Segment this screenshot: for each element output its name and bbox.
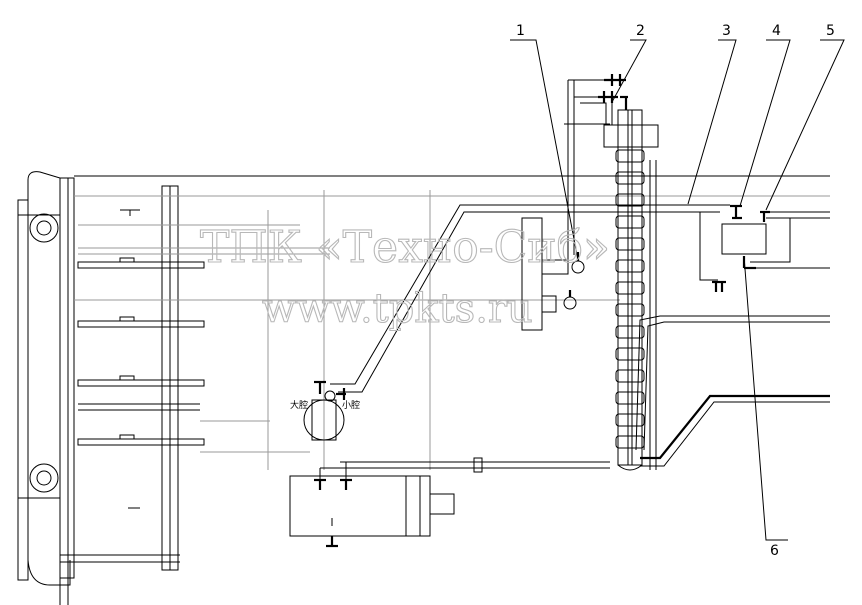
chain-link — [615, 281, 645, 295]
chain-link — [615, 193, 645, 207]
chain-link — [615, 369, 645, 383]
callout-2: 2 — [636, 23, 645, 39]
watermark-url: www.tpkts.ru — [262, 286, 533, 332]
fitting-2 — [598, 74, 628, 110]
pump-motor — [289, 457, 483, 548]
chain-link — [615, 413, 645, 427]
callout-labels: 1 2 3 4 5 6 — [516, 23, 835, 559]
chain-link — [615, 391, 645, 405]
hydraulic-pipes — [319, 79, 830, 480]
horizontal-arms — [77, 224, 330, 453]
chain-link — [615, 259, 645, 273]
small-chamber-label: 小腔 — [342, 399, 360, 411]
chain-link — [615, 435, 645, 449]
main-valve: 大腔 小腔 — [290, 380, 360, 441]
chain-column — [564, 109, 659, 471]
chain-link — [615, 149, 645, 163]
chain-link — [615, 171, 645, 185]
chain-link — [615, 237, 645, 251]
vertical-posts — [120, 185, 179, 571]
chain-link — [615, 347, 645, 361]
left-frame — [17, 171, 180, 605]
watermark: ТПК «Техно-Сиб» www.tpkts.ru — [199, 221, 610, 332]
control-box — [712, 204, 770, 292]
chain-link — [615, 215, 645, 229]
leader-lines — [510, 39, 845, 541]
chain-link — [615, 325, 645, 339]
main-frame-lines — [74, 175, 830, 470]
callout-1: 1 — [516, 23, 525, 39]
callout-5: 5 — [826, 23, 835, 39]
chain-link — [615, 303, 645, 317]
callout-4: 4 — [772, 23, 781, 39]
callout-3: 3 — [722, 23, 731, 39]
callout-6: 6 — [770, 543, 779, 559]
big-chamber-label: 大腔 — [290, 399, 308, 411]
watermark-company: ТПК «Техно-Сиб» — [200, 222, 610, 273]
